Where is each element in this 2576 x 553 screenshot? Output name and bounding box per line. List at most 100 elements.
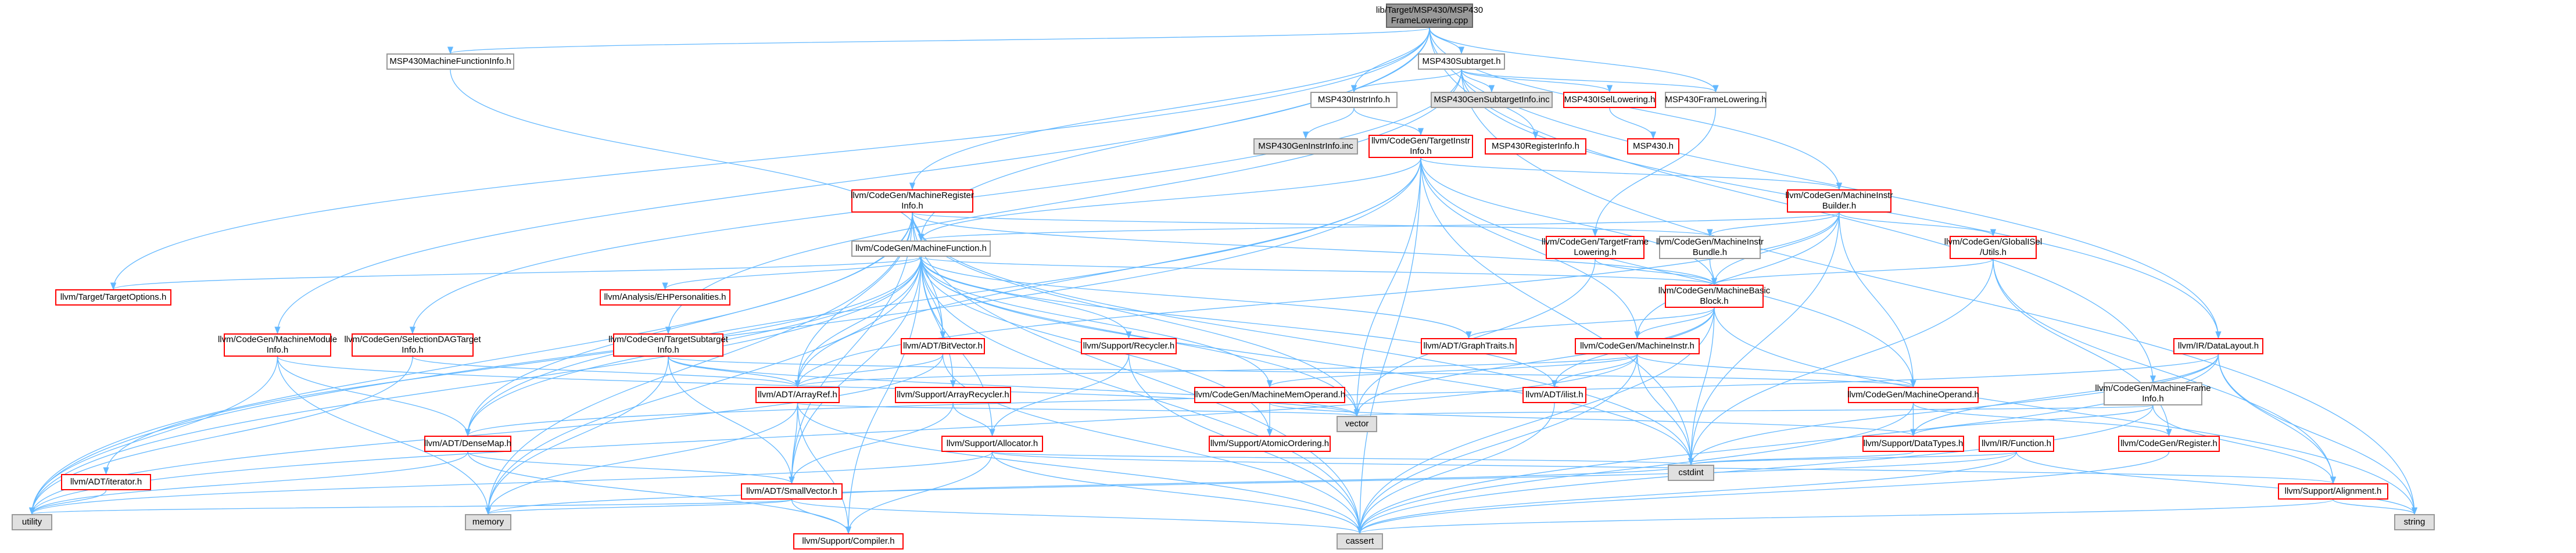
node-machine-module-info[interactable]: llvm/CodeGen/MachineModule Info.h (218, 333, 337, 357)
node-memory[interactable]: memory (465, 514, 511, 530)
edge-machine-register-info-to-bit-vector (912, 212, 946, 339)
edge-machine-function-to-target-options (110, 256, 922, 290)
node-target-options[interactable]: llvm/Target/TargetOptions.h (55, 289, 171, 306)
edge-array-recycler-to-allocator (952, 403, 995, 437)
node-small-vector[interactable]: llvm/ADT/SmallVector.h (741, 483, 843, 500)
edge-small-vector-to-cstdint (791, 464, 1694, 500)
edge-target-instr-info-to-dense-map (464, 157, 1421, 437)
edge-machine-instr-builder-to-globalisel-utils (1839, 212, 1997, 237)
node-root-file[interactable]: lib/Target/MSP430/MSP430 FrameLowering.c… (1376, 3, 1483, 28)
node-bit-vector[interactable]: llvm/ADT/BitVector.h (901, 338, 985, 354)
edge-machine-instr-builder-to-machine-instr-bundle (1707, 212, 1840, 237)
edge-machine-register-info-to-array-ref (794, 212, 913, 388)
edge-subtarget-to-instr-info (1350, 69, 1462, 93)
edge-ir-function-to-memory (485, 451, 2017, 515)
edge-machine-function-to-eh-personalities (662, 256, 922, 290)
edge-machine-function-to-machine-mem-operand (920, 256, 1273, 388)
node-msp430-h[interactable]: MSP430.h (1627, 138, 1679, 155)
edge-array-ref-to-small-vector (789, 403, 798, 484)
node-atomic-ordering[interactable]: llvm/Support/AtomicOrdering.h (1209, 436, 1331, 452)
node-dense-map[interactable]: llvm/ADT/DenseMap.h (424, 436, 511, 452)
node-cassert[interactable]: cassert (1337, 533, 1383, 550)
node-data-types[interactable]: llvm/Support/DataTypes.h (1862, 436, 1964, 452)
node-recycler[interactable]: llvm/Support/Recycler.h (1081, 338, 1177, 354)
node-compiler[interactable]: llvm/Support/Compiler.h (793, 533, 904, 550)
node-register[interactable]: llvm/CodeGen/Register.h (2118, 436, 2220, 452)
edge-target-subtarget-info-to-machine-operand (668, 356, 1916, 388)
node-selection-dag-target-info[interactable]: llvm/CodeGen/SelectionDAGTarget Info.h (344, 333, 481, 357)
node-target-instr-info[interactable]: llvm/CodeGen/TargetInstr Info.h (1368, 135, 1473, 158)
edge-small-vector-to-cassert (791, 499, 1363, 534)
edge-machine-instr-builder-to-machine-instr (1634, 212, 1840, 339)
edge-target-subtarget-info-to-small-vector (668, 356, 795, 484)
edge-ir-function-to-cassert (1356, 451, 2017, 534)
node-machine-instr-builder[interactable]: llvm/CodeGen/MachineInstr Builder.h (1785, 189, 1893, 213)
edge-root-file-to-machine-function-info (447, 27, 1430, 55)
node-gen-instr-info[interactable]: MSP430GenInstrInfo.inc (1253, 138, 1358, 155)
edge-globalisel-utils-to-alignment (1993, 258, 2337, 484)
node-eh-personalities[interactable]: llvm/Analysis/EHPersonalities.h (600, 289, 730, 306)
node-machine-operand[interactable]: llvm/CodeGen/MachineOperand.h (1847, 387, 1979, 403)
node-subtarget[interactable]: MSP430Subtarget.h (1418, 53, 1505, 70)
node-machine-register-info[interactable]: llvm/CodeGen/MachineRegister Info.h (851, 189, 974, 213)
node-register-info[interactable]: MSP430RegisterInfo.h (1485, 138, 1586, 155)
edge-root-file-to-machine-instr-builder (1429, 27, 1843, 191)
node-ilist[interactable]: llvm/ADT/ilist.h (1522, 387, 1586, 403)
node-machine-function[interactable]: llvm/CodeGen/MachineFunction.h (851, 240, 991, 257)
edge-machine-instr-to-ilist (1551, 354, 1638, 388)
edge-target-instr-info-to-machine-operand (1420, 157, 1916, 388)
node-target-frame-lowering[interactable]: llvm/CodeGen/TargetFrame Lowering.h (1542, 236, 1649, 259)
edge-root-file-to-frame-lowering (1429, 27, 1719, 93)
edge-subtarget-to-string (1461, 69, 2418, 515)
edge-data-types-to-cstdint (1688, 451, 1914, 466)
node-ir-function[interactable]: llvm/IR/Function.h (1979, 436, 2054, 452)
node-utility[interactable]: utility (12, 514, 52, 530)
node-instr-info[interactable]: MSP430InstrInfo.h (1310, 92, 1398, 108)
edge-machine-register-info-to-machine-basic-block (912, 212, 1717, 286)
node-data-layout[interactable]: llvm/IR/DataLayout.h (2173, 338, 2263, 354)
edge-machine-register-info-to-memory (485, 212, 913, 515)
edge-machine-register-info-to-utility (28, 212, 913, 515)
node-machine-basic-block[interactable]: llvm/CodeGen/MachineBasic Block.h (1658, 285, 1770, 308)
node-graph-traits[interactable]: llvm/ADT/GraphTraits.h (1421, 338, 1517, 354)
edge-bit-vector-to-array-ref (794, 354, 944, 388)
edge-machine-function-to-utility (28, 256, 922, 515)
node-array-recycler[interactable]: llvm/Support/ArrayRecycler.h (895, 387, 1011, 403)
edge-machine-function-to-compiler (845, 256, 922, 534)
edge-machine-mem-operand-to-data-types (1269, 403, 1916, 437)
node-array-ref[interactable]: llvm/ADT/ArrayRef.h (755, 387, 840, 403)
edge-subtarget-to-isel-lowering (1461, 69, 1613, 93)
edge-array-ref-to-cassert (797, 403, 1363, 534)
node-cstdint[interactable]: cstdint (1668, 465, 1714, 481)
node-vector[interactable]: vector (1337, 416, 1377, 432)
edge-data-layout-to-string (2217, 354, 2418, 515)
node-machine-mem-operand[interactable]: llvm/CodeGen/MachineMemOperand.h (1194, 387, 1345, 403)
node-globalisel-utils[interactable]: llvm/CodeGen/GlobalISel /Utils.h (1944, 236, 2042, 259)
edge-machine-frame-info-to-vector (1355, 405, 2154, 417)
node-iterator[interactable]: llvm/ADT/iterator.h (61, 474, 151, 490)
node-frame-lowering[interactable]: MSP430FrameLowering.h (1665, 92, 1767, 108)
node-allocator[interactable]: llvm/Support/Allocator.h (941, 436, 1043, 452)
edge-target-subtarget-info-to-array-ref (668, 356, 801, 388)
edge-root-file-to-data-layout (1429, 27, 2222, 339)
edge-target-instr-info-to-machine-instr (1420, 157, 1640, 339)
edge-ir-function-to-cstdint (1688, 451, 2017, 466)
node-machine-instr[interactable]: llvm/CodeGen/MachineInstr.h (1575, 338, 1700, 354)
node-target-subtarget-info[interactable]: llvm/CodeGen/TargetSubtarget Info.h (608, 333, 728, 357)
edge-dense-map-to-utility (28, 451, 468, 515)
node-alignment[interactable]: llvm/Support/Alignment.h (2278, 483, 2388, 500)
edge-machine-instr-to-array-ref (794, 354, 1638, 388)
edge-alignment-to-cassert (1357, 499, 2334, 534)
edge-root-file-to-machine-function (918, 27, 1430, 242)
node-machine-instr-bundle[interactable]: llvm/CodeGen/MachineInstr Bundle.h (1656, 236, 1764, 259)
edge-small-vector-to-compiler (791, 499, 852, 534)
edge-recycler-to-allocator (989, 354, 1130, 437)
node-string[interactable]: string (2394, 514, 2435, 530)
node-gen-subtarget-info[interactable]: MSP430GenSubtargetInfo.inc (1431, 92, 1553, 108)
edge-ir-function-to-string (2016, 451, 2418, 515)
node-isel-lowering[interactable]: MSP430ISelLowering.h (1563, 92, 1656, 108)
node-machine-frame-info[interactable]: llvm/CodeGen/MachineFrame Info.h (2095, 382, 2211, 405)
edge-instr-info-to-gen-instr-info (1302, 107, 1355, 139)
node-machine-function-info[interactable]: MSP430MachineFunctionInfo.h (386, 53, 514, 70)
